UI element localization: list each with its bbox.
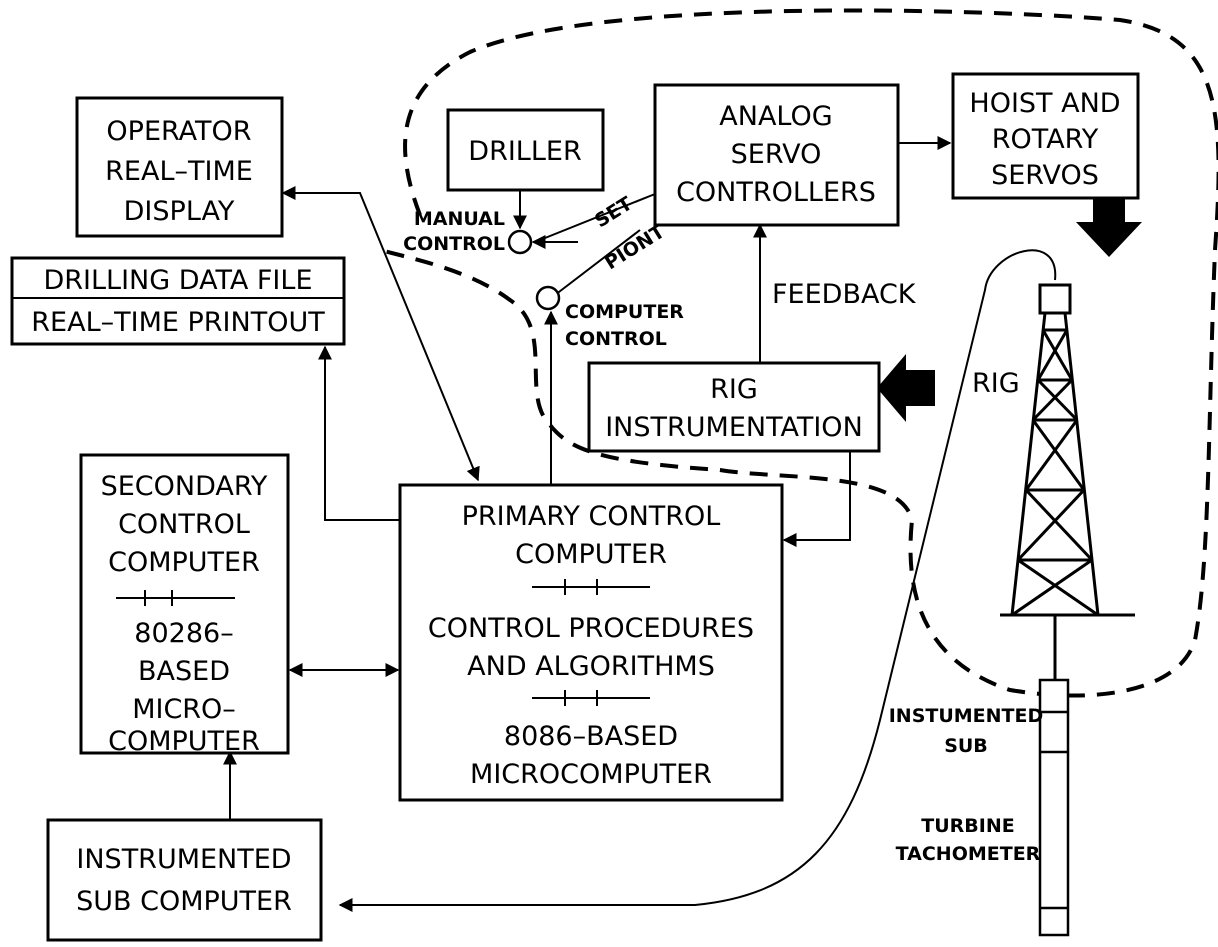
svg-text:CONTROL: CONTROL: [565, 328, 667, 350]
separators: [116, 579, 650, 706]
piont-label: PIONT: [601, 221, 669, 275]
turbine-tachometer-label: TURBINE TACHOMETER: [896, 815, 1041, 865]
connectors: [223, 136, 1057, 912]
svg-text:HOIST AND: HOIST AND: [969, 88, 1120, 119]
svg-text:COMPUTER: COMPUTER: [108, 726, 260, 757]
svg-text:DISPLAY: DISPLAY: [124, 196, 235, 227]
primary-computer-box: [398, 483, 784, 802]
instumented-sub-label: INSTUMENTED SUB: [889, 705, 1044, 757]
feedback-label: FEEDBACK: [772, 279, 917, 310]
operator-display-box: [75, 96, 284, 238]
svg-text:MANUAL: MANUAL: [414, 208, 505, 230]
secondary-computer-text: SECONDARY CONTROL COMPUTER 80286– BASED …: [101, 471, 268, 757]
svg-text:COMPUTER: COMPUTER: [515, 539, 667, 570]
svg-text:8086–BASED: 8086–BASED: [504, 721, 678, 752]
hoist-rotary-text: HOIST AND ROTARY SERVOS: [969, 88, 1120, 191]
analog-servo-text: ANALOG SERVO CONTROLLERS: [676, 101, 876, 208]
derrick-icon: [1000, 283, 1135, 680]
rig-instrumentation-input-arrow: [877, 354, 935, 422]
rig-instrumentation-box: [587, 361, 881, 453]
svg-text:PRIMARY CONTROL: PRIMARY CONTROL: [462, 501, 721, 532]
manual-control-switch[interactable]: [507, 229, 533, 255]
svg-text:AND ALGORITHMS: AND ALGORITHMS: [467, 651, 715, 682]
svg-text:TURBINE: TURBINE: [921, 815, 1014, 837]
drilling-data-file-box: [10, 256, 346, 346]
svg-text:SUB COMPUTER: SUB COMPUTER: [76, 886, 292, 917]
svg-text:INSTRUMENTATION: INSTRUMENTATION: [605, 412, 863, 443]
svg-text:ANALOG: ANALOG: [719, 101, 832, 132]
svg-text:MICROCOMPUTER: MICROCOMPUTER: [470, 759, 712, 790]
realtime-printout-label: REAL–TIME PRINTOUT: [31, 307, 325, 338]
computer-control-switch[interactable]: [535, 285, 561, 311]
svg-text:RIG: RIG: [710, 374, 758, 405]
svg-text:REAL–TIME: REAL–TIME: [105, 156, 253, 187]
svg-text:SERVO: SERVO: [731, 139, 822, 170]
hoist-rotary-box: [951, 72, 1140, 200]
analog-servo-box: [653, 83, 900, 227]
svg-text:SECONDARY: SECONDARY: [101, 471, 268, 502]
svg-text:CONTROLLERS: CONTROLLERS: [676, 177, 876, 208]
secondary-computer-box: [79, 453, 290, 755]
drilling-data-file-label: DRILLING DATA FILE: [44, 265, 313, 296]
manual-control-label: MANUAL CONTROL: [403, 208, 505, 255]
svg-text:OPERATOR: OPERATOR: [106, 116, 251, 147]
svg-text:COMPUTER: COMPUTER: [108, 547, 260, 578]
computer-control-label: COMPUTER CONTROL: [565, 301, 684, 350]
svg-text:CONTROL PROCEDURES: CONTROL PROCEDURES: [428, 613, 754, 644]
svg-text:SUB: SUB: [944, 735, 988, 757]
svg-text:MICRO–: MICRO–: [132, 694, 236, 725]
hoist-down-arrow: [1076, 198, 1142, 257]
svg-text:CONTROL: CONTROL: [118, 509, 250, 540]
rig-instrumentation-text: RIG INSTRUMENTATION: [605, 374, 863, 443]
drill-string-icon: [1038, 678, 1070, 937]
svg-text:80286–: 80286–: [134, 618, 233, 649]
svg-text:TACHOMETER: TACHOMETER: [896, 843, 1041, 865]
set-label: SET: [591, 193, 636, 233]
operator-display-text: OPERATOR REAL–TIME DISPLAY: [105, 116, 253, 227]
svg-text:SERVOS: SERVOS: [991, 160, 1099, 191]
instrumented-sub-computer-box: [46, 818, 323, 942]
svg-text:INSTUMENTED: INSTUMENTED: [889, 705, 1044, 727]
svg-text:BASED: BASED: [138, 656, 230, 687]
primary-computer-text: PRIMARY CONTROL COMPUTER CONTROL PROCEDU…: [428, 501, 754, 790]
driller-box: [446, 108, 605, 192]
svg-text:CONTROL: CONTROL: [403, 233, 505, 255]
rig-label: RIG: [972, 368, 1020, 399]
svg-text:INSTRUMENTED: INSTRUMENTED: [76, 844, 291, 875]
svg-text:COMPUTER: COMPUTER: [565, 301, 684, 323]
instrumented-sub-computer-text: INSTRUMENTED SUB COMPUTER: [76, 844, 292, 917]
driller-label: DRILLER: [468, 136, 581, 167]
svg-text:ROTARY: ROTARY: [992, 124, 1099, 155]
